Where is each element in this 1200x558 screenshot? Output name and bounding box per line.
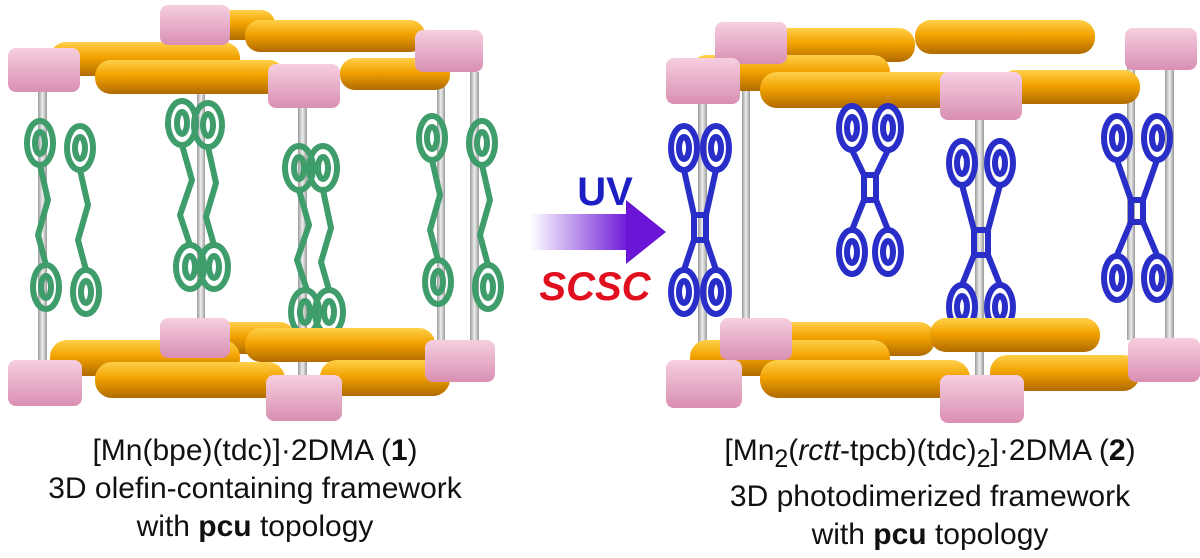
metal-node: [715, 22, 787, 64]
right-caption: [Mn2(rctt-tpcb)(tdc)2]·2DMA (2) 3D photo…: [660, 432, 1200, 554]
pcu-framework-olefin-icon: [8, 5, 504, 421]
metal-node: [1128, 338, 1200, 382]
pillar: [38, 92, 47, 372]
linker-bar: [95, 362, 285, 398]
right-arrow-icon: [530, 200, 666, 264]
pillar: [1165, 70, 1174, 350]
right-formula: [Mn2(rctt-tpcb)(tdc)2]·2DMA (2): [724, 434, 1136, 473]
metal-node: [160, 318, 230, 358]
left-formula: [Mn(bpe)(tdc)]·2DMA (1): [92, 434, 418, 467]
metal-node: [8, 360, 82, 406]
bpe-ligand-group: [24, 98, 504, 337]
linker-bar: [760, 72, 960, 108]
pillar: [742, 60, 750, 340]
linker-bar: [320, 360, 450, 396]
left-caption: [Mn(bpe)(tdc)]·2DMA (1) 3D olefin-contai…: [0, 432, 510, 546]
linker-bar: [245, 20, 425, 52]
metal-node: [425, 340, 495, 382]
pcu-framework-photodimerized-icon: [666, 20, 1200, 423]
metal-node: [8, 48, 80, 92]
metal-node: [1125, 28, 1197, 70]
metal-node: [666, 58, 740, 104]
linker-bar: [930, 318, 1100, 352]
metal-node: [720, 318, 792, 360]
metal-node: [940, 72, 1022, 120]
pillar: [470, 72, 479, 352]
metal-node: [268, 64, 340, 108]
uv-label: UV: [577, 170, 633, 214]
metal-node: [666, 360, 742, 408]
metal-node: [266, 375, 342, 421]
linker-bar: [95, 60, 285, 94]
linker-bar: [915, 20, 1095, 54]
metal-node: [415, 30, 483, 72]
metal-node: [160, 5, 230, 45]
linker-bar: [990, 355, 1140, 391]
left-description: 3D olefin-containing framework: [48, 472, 462, 505]
right-description: 3D photodimerized framework: [729, 480, 1131, 513]
pillar: [437, 65, 445, 345]
linker-bar: [1000, 70, 1140, 104]
scsc-label: SCSC: [539, 265, 651, 309]
pillar: [975, 120, 984, 380]
right-topology: with pcu topology: [811, 518, 1049, 551]
linker-bar: [245, 328, 435, 362]
left-topology: with pcu topology: [136, 510, 374, 543]
linker-bar: [760, 360, 970, 398]
metal-node: [940, 375, 1024, 423]
pillar: [197, 40, 205, 340]
